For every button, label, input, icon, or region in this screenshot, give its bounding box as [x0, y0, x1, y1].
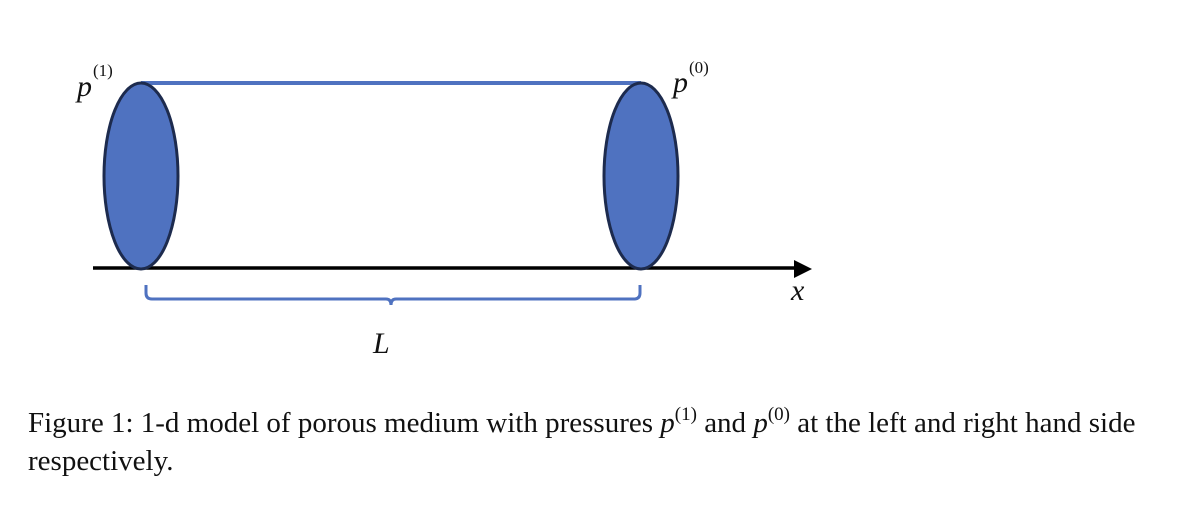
x-axis-arrowhead	[794, 260, 812, 278]
caption-suffix: at the left and right hand side respecti…	[28, 407, 1136, 477]
caption-middle: and	[696, 407, 754, 439]
right-pressure-label: p(0)	[671, 58, 709, 99]
caption-prefix: Figure 1: 1-d model of porous medium wit…	[28, 407, 661, 439]
caption-p1: p	[660, 407, 675, 439]
x-axis-label: x	[790, 274, 805, 307]
length-label: L	[372, 327, 390, 360]
left-pressure-label: p(1)	[75, 61, 113, 103]
length-brace	[144, 285, 642, 306]
right-end-cap	[602, 81, 680, 271]
caption-p1-sup: (1)	[674, 404, 697, 425]
figure-caption: Figure 1: 1-d model of porous medium wit…	[28, 404, 1158, 480]
left-end-cap	[102, 81, 180, 271]
caption-p0-sup: (0)	[767, 404, 790, 425]
caption-p0: p	[753, 407, 768, 439]
